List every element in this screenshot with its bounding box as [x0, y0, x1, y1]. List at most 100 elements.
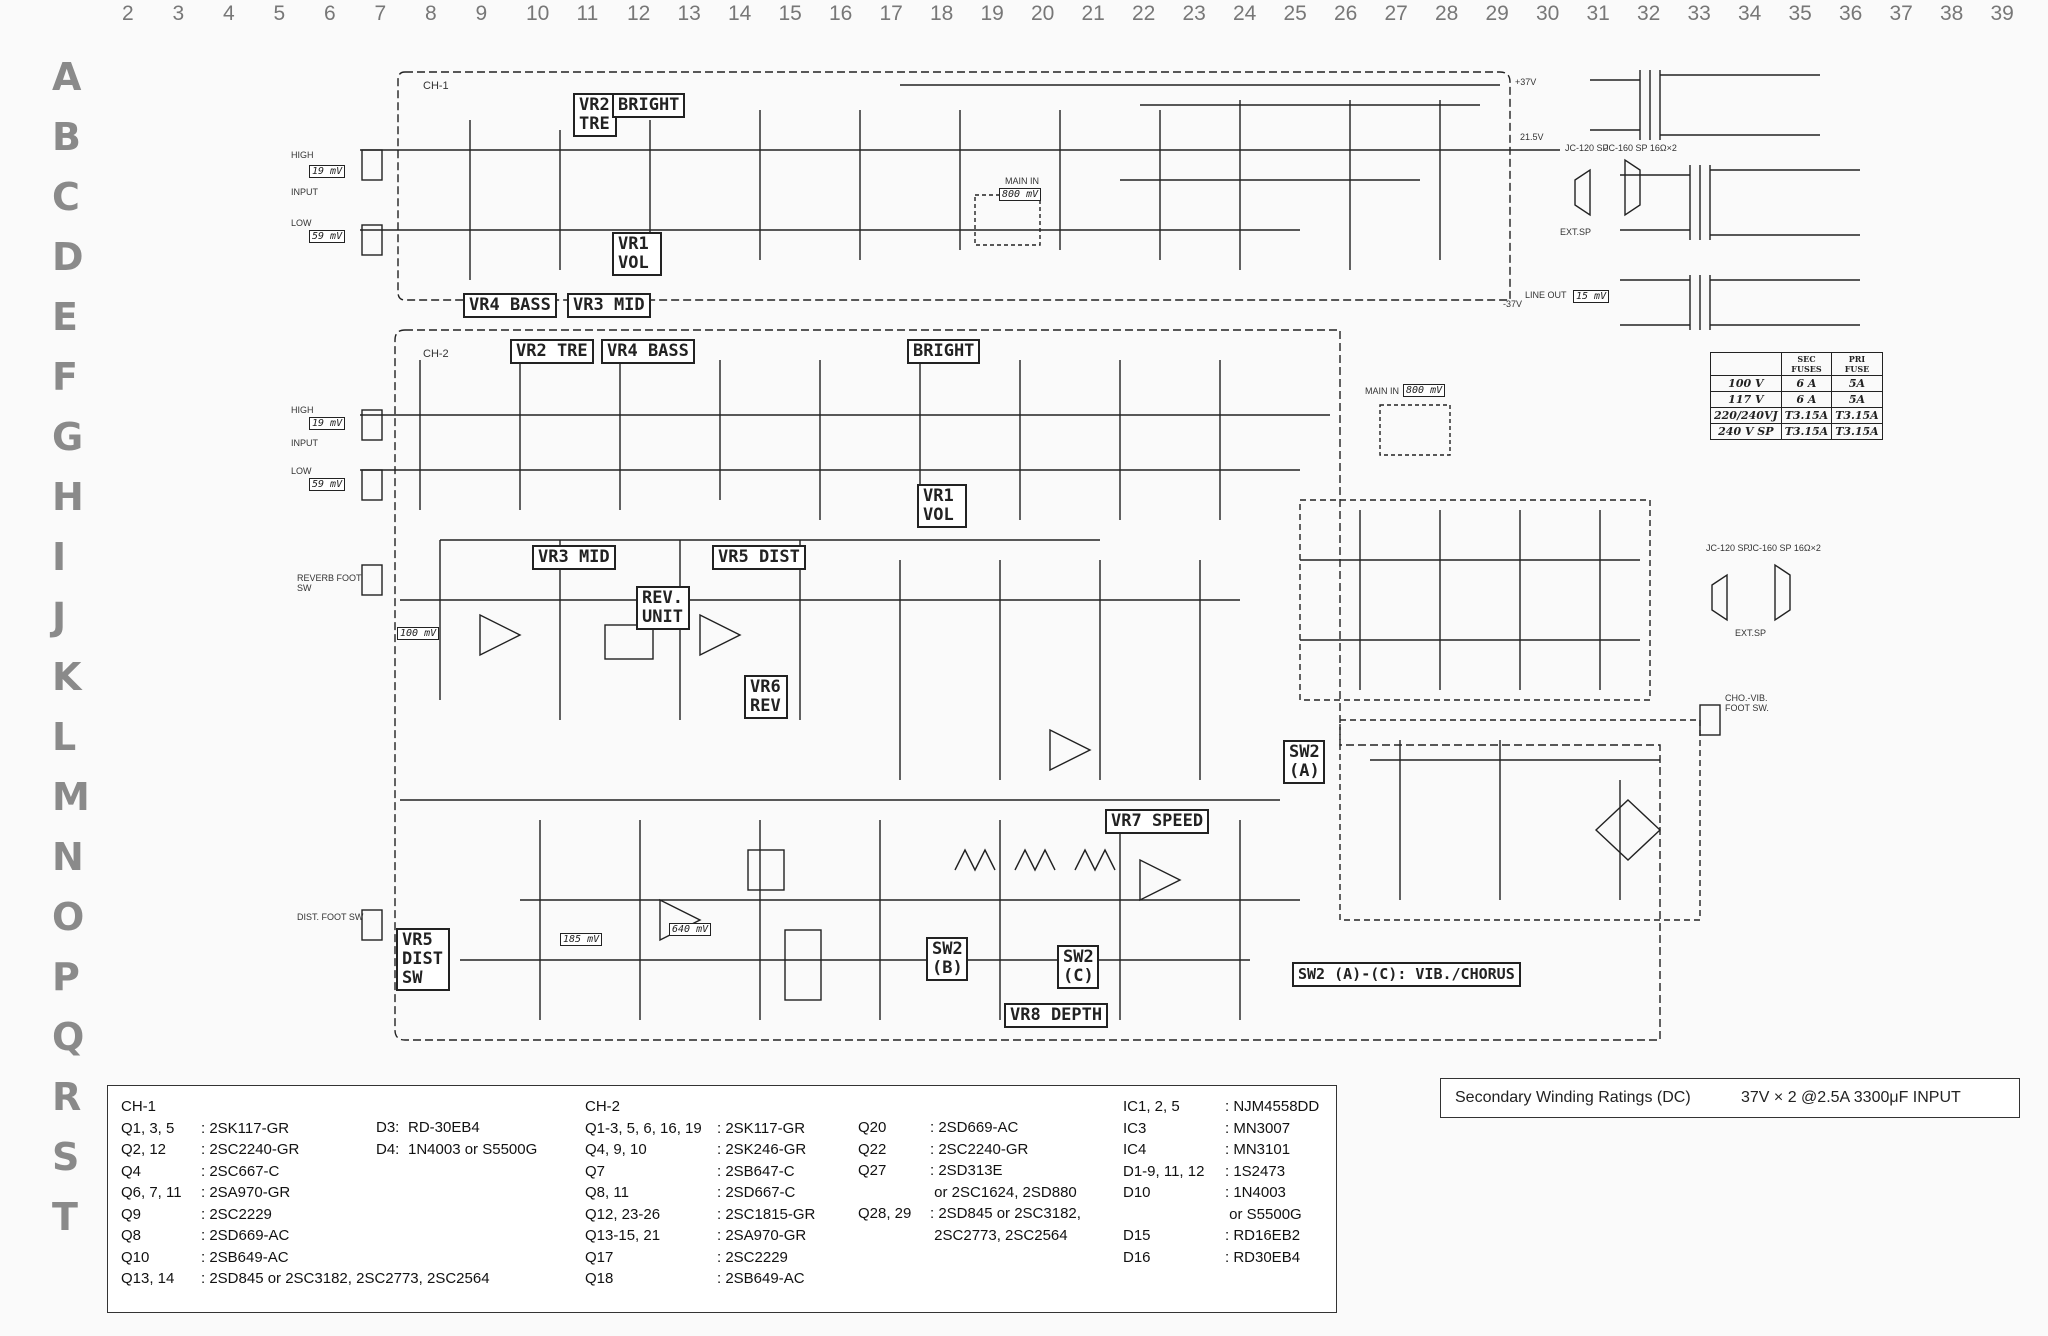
ch2-low-label: LOW: [291, 466, 312, 476]
parts-row: Q4, 9, 10: 2SK246-GR: [585, 1141, 807, 1158]
grid-number: 36: [1839, 2, 1863, 25]
ch2-bass-knob[interactable]: VR4 BASS: [601, 339, 695, 364]
parts-row: IC3: MN3007: [1123, 1119, 1291, 1137]
grid-number: 31: [1586, 2, 1610, 25]
reverb-level: 100 mV: [397, 627, 440, 640]
parts-row: Q10: 2SB649-AC: [121, 1248, 289, 1266]
grid-number: 33: [1687, 2, 1711, 25]
fuse-header-cell: [1710, 352, 1782, 376]
fuse-cell: 5A: [1831, 375, 1883, 392]
fuse-table: SEC FUSES PRI FUSE 100 V 6 A 5A 117 V 6 …: [1710, 352, 1883, 440]
parts-row: Q7: 2SB647-C: [585, 1162, 795, 1180]
grid-letter: S: [52, 1135, 80, 1179]
fuse-cell: T3.15A: [1780, 423, 1833, 440]
parts-row: Q12, 23-26: 2SC1815-GR: [585, 1205, 816, 1223]
ch2-high-level: 19 mV: [309, 417, 346, 430]
fuse-header-cell: PRI FUSE: [1831, 352, 1883, 376]
parts-title: CH-1: [121, 1098, 157, 1115]
ch1-main-in-label: MAIN IN: [1005, 176, 1040, 186]
grid-number: 6: [324, 2, 336, 25]
line-out-level: 15 mV: [1573, 290, 1610, 303]
parts-row: Q18: 2SB649-AC: [585, 1270, 805, 1287]
reverb-knob[interactable]: VR6 REV: [744, 675, 788, 719]
ch2-volume-knob[interactable]: VR1 VOL: [917, 484, 967, 528]
depth-knob[interactable]: VR8 DEPTH: [1004, 1003, 1109, 1028]
parts-row: Q22: 2SC2240-GR: [858, 1140, 1029, 1158]
ch2-mid-knob[interactable]: VR3 MID: [532, 545, 616, 570]
ext-sp-label-2: EXT.SP: [1735, 628, 1767, 638]
grid-number: 5: [273, 2, 286, 25]
speed-knob[interactable]: VR7 SPEED: [1105, 809, 1210, 834]
fuse-table-row: 100 V 6 A 5A: [1710, 375, 1883, 392]
parts-row: D10: 1N4003: [1123, 1184, 1286, 1201]
grid-number: 37: [1889, 2, 1913, 25]
ch1-volume-knob[interactable]: VR1 VOL: [612, 232, 662, 276]
grid-number: 11: [576, 2, 599, 25]
grid-letter: H: [52, 475, 84, 519]
grid-letter: L: [52, 715, 77, 759]
grid-number: 23: [1182, 2, 1206, 25]
grid-number: 27: [1384, 2, 1408, 25]
ch1-bright-switch[interactable]: BRIGHT: [612, 93, 686, 118]
secondary-winding-value: 37V × 2 @2.5A 3300μF INPUT: [1741, 1089, 1961, 1106]
grid-number: 17: [879, 2, 903, 25]
ch1-mid-knob[interactable]: VR3 MID: [567, 293, 651, 318]
grid-letter: D: [52, 235, 84, 279]
ch2-bright-switch[interactable]: BRIGHT: [907, 339, 981, 364]
grid-number: 10: [526, 2, 550, 25]
fuse-cell: 100 V: [1710, 375, 1782, 392]
grid-letter: P: [52, 955, 80, 999]
parts-row: Q28, 29: 2SD845 or 2SC3182,: [858, 1205, 1081, 1222]
grid-number: 8: [425, 2, 437, 25]
sw2c-switch[interactable]: SW2 (C): [1057, 945, 1099, 989]
grid-number: 38: [1940, 2, 1964, 25]
fuse-table-row: 220/240VJ T3.15A T3.15A: [1710, 407, 1883, 424]
grid-letter: B: [52, 115, 81, 159]
ch2-treble-knob[interactable]: VR2 TRE: [510, 339, 594, 364]
ch2-distortion-knob[interactable]: VR5 DIST: [712, 545, 806, 570]
fuse-cell: 6 A: [1780, 391, 1833, 408]
grid-letter: E: [52, 295, 78, 339]
sw2a-switch[interactable]: SW2 (A): [1283, 740, 1325, 784]
parts-row: D3:RD-30EB4: [376, 1119, 480, 1136]
grid-number: 29: [1485, 2, 1509, 25]
parts-row: D4:1N4003 or S5500G: [376, 1140, 538, 1158]
grid-number: 3: [172, 2, 185, 25]
v215-label: 21.5V: [1520, 132, 1544, 142]
parts-title: CH-2: [585, 1098, 621, 1115]
parts-row: IC1, 2, 5: NJM4558DD: [1123, 1098, 1320, 1115]
distortion-footswitch[interactable]: VR5 DIST SW: [396, 928, 450, 991]
ch2-main-in-label: MAIN IN: [1365, 386, 1400, 396]
ch1-treble-knob[interactable]: VR2 TRE: [573, 93, 617, 137]
sw2b-switch[interactable]: SW2 (B): [926, 937, 968, 981]
grid-number: 25: [1283, 2, 1307, 25]
grid-number: 34: [1738, 2, 1762, 25]
fuse-cell: 117 V: [1710, 391, 1782, 408]
grid-letter: J: [52, 595, 67, 639]
ext-sp-label-1: EXT.SP: [1560, 227, 1592, 237]
grid-number: 21: [1081, 2, 1105, 25]
dist-footswitch-label: DIST. FOOT SW: [297, 912, 364, 922]
ch1-bass-knob[interactable]: VR4 BASS: [463, 293, 557, 318]
grid-number: 24: [1233, 2, 1257, 25]
jc160-label-2: JC-160 SP 16Ω×2: [1748, 543, 1821, 553]
grid-letter: K: [52, 655, 82, 699]
ch1-low-label: LOW: [291, 218, 312, 228]
fuse-table-header: SEC FUSES PRI FUSE: [1710, 352, 1883, 376]
sw2-note: SW2 (A)-(C): VIB./CHORUS: [1292, 962, 1521, 987]
grid-number: 19: [980, 2, 1004, 25]
grid-number: 39: [1990, 2, 2014, 25]
grid-number: 13: [677, 2, 701, 25]
ch1-input-label: INPUT: [291, 187, 318, 197]
grid-letter: A: [52, 55, 82, 99]
ch1-high-level: 19 mV: [309, 165, 346, 178]
parts-row: Q9: 2SC2229: [121, 1205, 272, 1223]
ch2-low-level: 59 mV: [309, 478, 346, 491]
grid-number: 20: [1031, 2, 1055, 25]
